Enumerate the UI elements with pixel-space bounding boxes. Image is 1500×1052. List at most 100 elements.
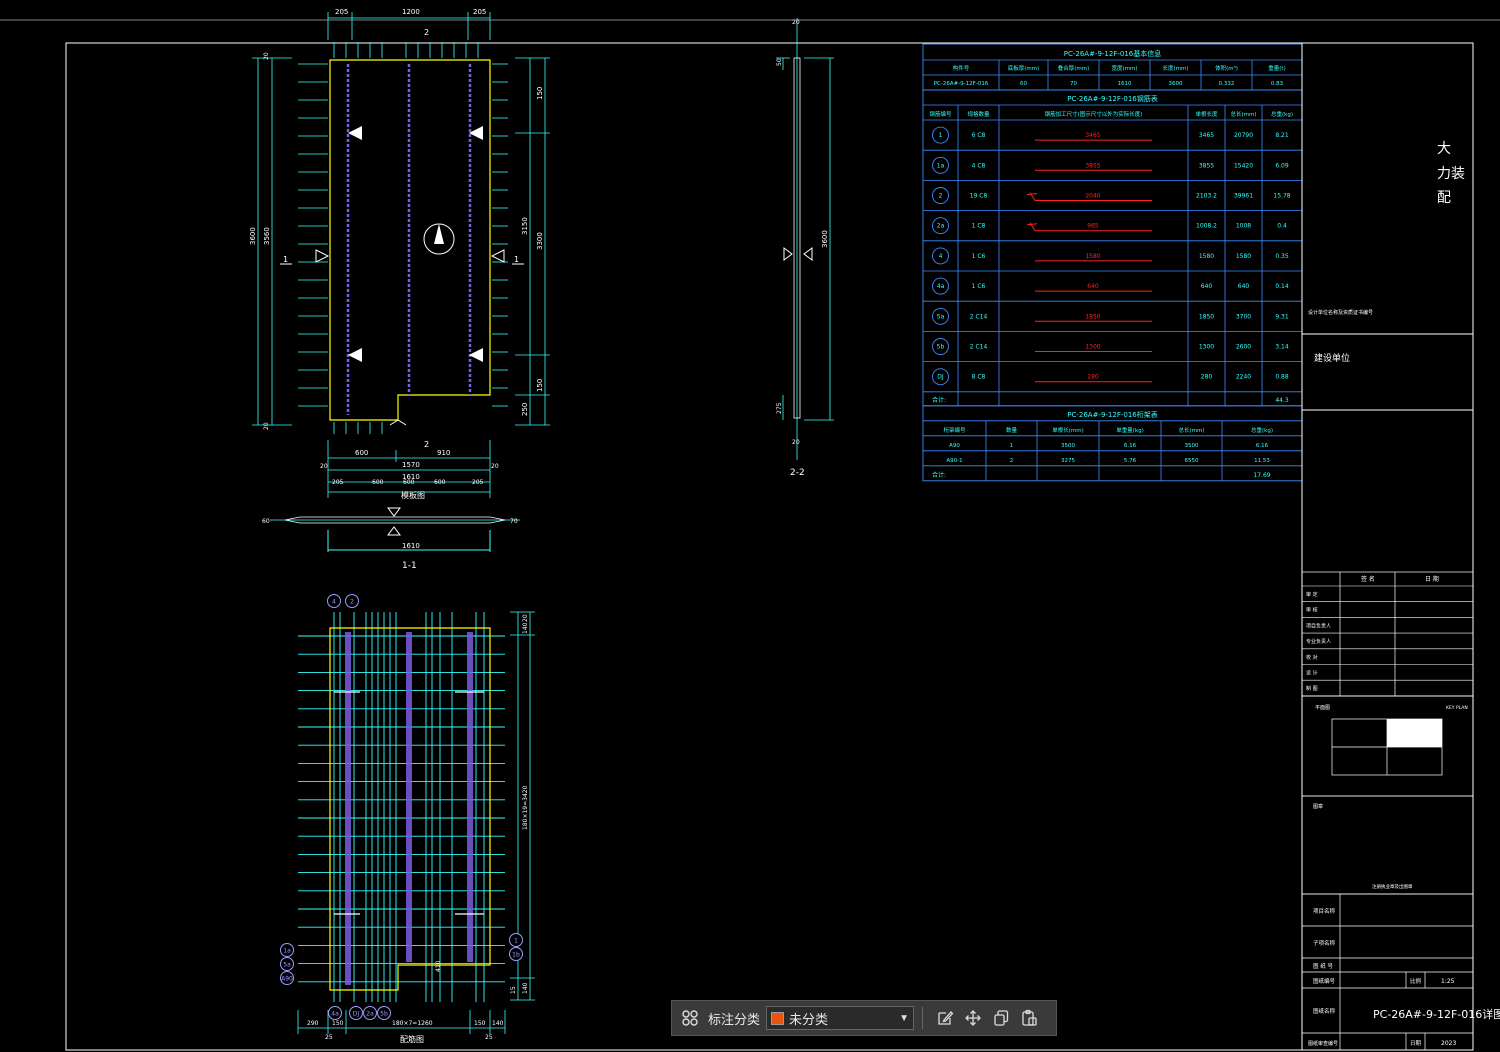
- rebar-row-id: 2: [939, 193, 943, 200]
- copy-icon[interactable]: [987, 1004, 1015, 1032]
- section-mark-2-bottom: 2: [424, 440, 429, 449]
- sheet-outer-border: [65, 42, 1474, 1051]
- rebar-row-spec: 8 C8: [972, 374, 986, 381]
- table-basic-cell: PC-26A#-9-12F-016: [934, 81, 989, 87]
- edit-icon[interactable]: [931, 1004, 959, 1032]
- sign-role-label: 审 核: [1306, 607, 1318, 614]
- tag-right-1b: 1b: [512, 951, 520, 958]
- table-rebar-header: 钢筋加工尺寸(图示尺寸以外为实际长度): [1045, 110, 1143, 118]
- dim-bottom3: 1610: [402, 473, 420, 481]
- sign-role-label: 专业负责人: [1306, 638, 1331, 645]
- tag-right-1: 1: [514, 937, 518, 944]
- table-rebar-header: 规格数量: [967, 110, 990, 118]
- rebar-row-total: 2240: [1236, 374, 1251, 381]
- dim-top-2: 1200: [402, 8, 420, 16]
- dim-top-1: 205: [335, 8, 348, 16]
- stamp-text-1: 大: [1437, 141, 1451, 157]
- rebar-dim-right-1: 20: [522, 614, 529, 622]
- move-icon[interactable]: [959, 1004, 987, 1032]
- rebar-row-weight: 9.31: [1275, 313, 1289, 320]
- rebar-row-length: 640: [1201, 283, 1213, 290]
- table-truss-cell: A90-1: [946, 458, 962, 464]
- rebar-row-length: 3855: [1199, 162, 1214, 169]
- annotation-category-label: 标注分类: [708, 1011, 761, 1027]
- design-unit-note: 设计单位名称及资质证书编号: [1308, 309, 1373, 316]
- section-mark-1-left: 1: [283, 255, 288, 264]
- scale-label: 比例: [1410, 977, 1422, 985]
- drawing-no-label: 图纸编号: [1313, 977, 1336, 985]
- grid-icon[interactable]: [676, 1004, 704, 1032]
- rebar-row-total: 3700: [1236, 313, 1251, 320]
- section-2-2: 50 3600 275 20 20 2-2: [776, 18, 834, 478]
- key-plan-cn: 平面图: [1315, 705, 1330, 711]
- tag-top-2: 2: [350, 598, 354, 605]
- sign-role-label: 审 定: [1306, 591, 1318, 598]
- rebar-row-length: 2103.2: [1196, 193, 1217, 200]
- rebar-row-shape: 1580: [1085, 253, 1100, 260]
- dropdown-arrow-icon[interactable]: ▼: [899, 1012, 910, 1024]
- dim-small-1: 20: [263, 52, 270, 60]
- dim-small-3: 20: [320, 463, 328, 470]
- paste-icon[interactable]: [1015, 1004, 1043, 1032]
- section-2-2-dim-bottom: 275: [776, 402, 783, 414]
- table-truss-cell: A90: [949, 443, 960, 449]
- table-truss-cell: 3500: [1061, 443, 1075, 449]
- rebar-dim-bottom-5: 140: [492, 1020, 504, 1027]
- rebar-row-weight: 8.21: [1275, 132, 1289, 139]
- sign-role-label: 设 计: [1306, 670, 1318, 677]
- toolbar-divider: [922, 1007, 924, 1029]
- rebar-row-id: 5a: [937, 313, 945, 320]
- rebar-row-total: 15420: [1234, 162, 1253, 169]
- rebar-row-length: 1580: [1199, 253, 1214, 260]
- dim-bottom4-d: 600: [434, 479, 446, 486]
- table-rebar-header: 钢筋编号: [929, 110, 952, 118]
- scale-value: 1:25: [1441, 978, 1455, 985]
- table-basic-header: 长度(mm): [1162, 64, 1188, 72]
- north-arrow-icon: [423, 223, 455, 255]
- sign-header-date: 日 期: [1425, 575, 1439, 583]
- table-truss-header: 单根长(mm): [1052, 426, 1084, 434]
- tag-bottom-5b: 5b: [380, 1010, 388, 1017]
- rebar-row-total: 1580: [1236, 253, 1251, 260]
- table-basic-cell: 3600: [1169, 81, 1183, 87]
- annotation-category-select[interactable]: 未分类 ▼: [766, 1006, 915, 1030]
- table-basic-header: 体积(m³): [1215, 64, 1238, 72]
- section-1-1-label: 1-1: [402, 561, 417, 571]
- tag-bottom-4a: 4a: [331, 1010, 339, 1017]
- rebar-row-shape: 3465: [1085, 132, 1100, 139]
- rebar-row-total: 2600: [1236, 344, 1251, 351]
- dim-left-inner: 3560: [263, 227, 271, 245]
- rebar-row-shape: 280: [1087, 374, 1099, 381]
- rebar-row-spec: 19 C8: [970, 193, 988, 200]
- key-plan-en: KEY PLAN: [1446, 705, 1468, 711]
- rebar-row-length: 1850: [1199, 313, 1214, 320]
- table-truss-header: 桁架编号: [943, 426, 966, 434]
- dim-right-3: 3300: [536, 232, 544, 250]
- rebar-row-total: 640: [1238, 283, 1250, 290]
- date-label: 日期: [1410, 1040, 1422, 1047]
- rebar-tables: PC-26A#-9-12F-016基本信息构件号底板厚(mm)叠合厚(mm)宽度…: [922, 43, 1303, 482]
- dim-bottom4-a: 205: [332, 479, 344, 486]
- rebar-row-shape: 1300: [1085, 344, 1100, 351]
- sign-header-name: 签 名: [1361, 575, 1375, 583]
- table-basic-title: PC-26A#-9-12F-016基本信息: [1064, 49, 1162, 58]
- stamp-text-3: 配: [1437, 190, 1451, 206]
- owner-label: 建设单位: [1314, 352, 1350, 364]
- section-mark-2-top: 2: [424, 28, 429, 37]
- rebar-row-total: 20790: [1234, 132, 1253, 139]
- section-1-1-left-tag: 60: [262, 518, 270, 525]
- rebar-dim-right-3: 180×19=3420: [522, 785, 529, 830]
- section-1-1-dim: 1610: [402, 542, 420, 550]
- section-2-2-dim-top: 50: [776, 58, 783, 66]
- rebar-dim-bottom-4: 150: [474, 1020, 486, 1027]
- dim-bottom1-a: 600: [355, 449, 368, 457]
- rebar-row-shape: 3855: [1085, 162, 1100, 169]
- rebar-row-spec: 6 C8: [972, 132, 986, 139]
- table-truss-header: 总长(mm): [1178, 426, 1204, 434]
- dim-left-total: 3600: [249, 227, 257, 245]
- rebar-dim-bottom-7: 25: [485, 1034, 493, 1041]
- dim-small-2: 20: [263, 422, 270, 430]
- rebar-row-spec: 2 C14: [970, 313, 988, 320]
- table-basic-cell: 70: [1070, 81, 1077, 87]
